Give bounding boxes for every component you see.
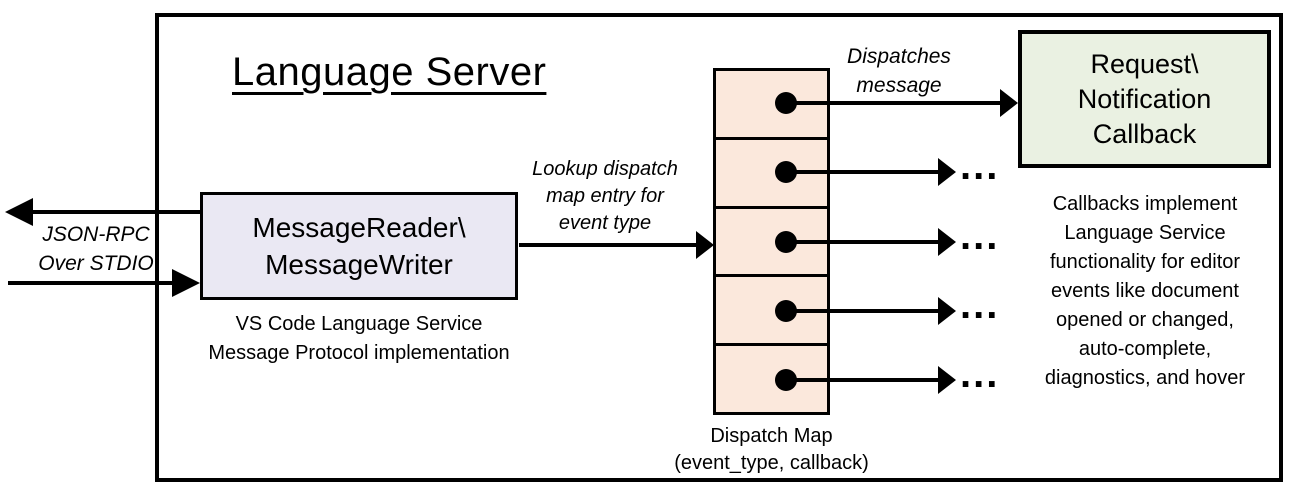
dispatch-caption-line1: Dispatch Map bbox=[710, 425, 833, 447]
callback-note-line3: functionality for editor bbox=[1049, 251, 1241, 273]
dispatch-caption-line2: (event_type, callback) bbox=[674, 452, 869, 474]
dispatch-map-cell bbox=[716, 346, 827, 412]
dispatch-map-cell bbox=[716, 140, 827, 209]
callback-box-line3: Callback bbox=[1092, 118, 1197, 149]
lookup-label-line2: map entry for bbox=[546, 185, 664, 207]
callback-note-line1: Callbacks implement bbox=[1052, 193, 1238, 215]
callback-note-line5: opened or changed, bbox=[1056, 309, 1234, 331]
callback-note-line2: Language Service bbox=[1064, 222, 1226, 244]
reader-box-line1: MessageReader\ bbox=[252, 212, 466, 243]
ellipsis-icon: ... bbox=[960, 214, 1000, 258]
dispatch-map-cell bbox=[716, 71, 827, 140]
request-notification-callback-box: Request\ Notification Callback bbox=[1018, 30, 1271, 168]
dispatch-map-cell bbox=[716, 277, 827, 347]
callback-box-line1: Request\ bbox=[1090, 48, 1199, 79]
ellipsis-icon: ... bbox=[960, 352, 1000, 396]
reader-box-caption: VS Code Language Service Message Protoco… bbox=[186, 310, 532, 368]
ellipsis-icon: ... bbox=[960, 144, 1000, 188]
dispatches-message-label: Dispatches message bbox=[833, 42, 965, 100]
callback-note-line7: diagnostics, and hover bbox=[1044, 367, 1246, 389]
callback-box-line2: Notification bbox=[1077, 83, 1212, 114]
diagram-title-text: Language Server bbox=[232, 50, 547, 94]
language-server-frame bbox=[155, 13, 1283, 482]
dispatch-map-box bbox=[713, 68, 830, 415]
stdio-label-line1: JSON-RPC bbox=[42, 223, 150, 246]
dispatch-map-cell bbox=[716, 209, 827, 278]
reader-caption-line1: VS Code Language Service bbox=[235, 313, 483, 335]
dispatches-label-line2: message bbox=[856, 74, 942, 97]
lookup-label-line3: event type bbox=[558, 212, 652, 234]
reader-box-line2: MessageWriter bbox=[265, 249, 453, 280]
callback-note-line4: events like document bbox=[1051, 280, 1239, 302]
ellipsis-icon: ... bbox=[960, 283, 1000, 327]
dispatch-map-caption: Dispatch Map (event_type, callback) bbox=[640, 423, 903, 477]
callback-note: Callbacks implement Language Service fun… bbox=[1016, 190, 1274, 393]
lookup-label-line1: Lookup dispatch bbox=[532, 158, 678, 180]
lookup-dispatch-label: Lookup dispatch map entry for event type bbox=[519, 156, 691, 237]
message-reader-writer-box: MessageReader\ MessageWriter bbox=[200, 192, 518, 300]
stdio-channel-label: JSON-RPC Over STDIO bbox=[15, 220, 177, 278]
stdio-label-line2: Over STDIO bbox=[38, 252, 154, 275]
reader-caption-line2: Message Protocol implementation bbox=[208, 342, 510, 364]
diagram-title: Language Server bbox=[232, 50, 546, 95]
callback-note-line6: auto-complete, bbox=[1078, 338, 1212, 360]
dispatches-label-line1: Dispatches bbox=[847, 45, 951, 68]
